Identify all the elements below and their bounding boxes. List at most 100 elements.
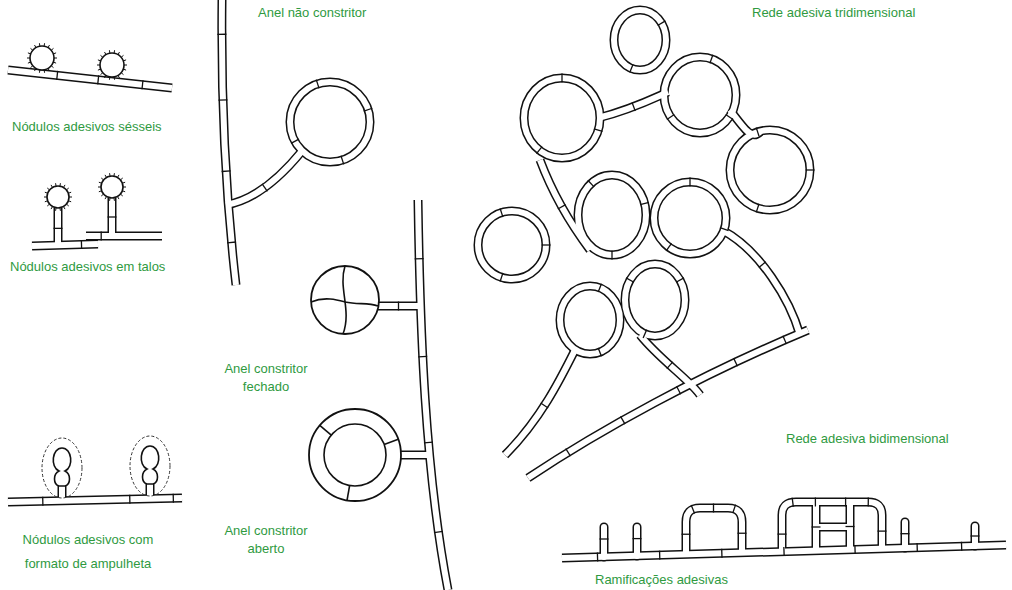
septum <box>97 75 99 84</box>
septum <box>630 64 633 72</box>
septum <box>854 545 856 554</box>
septum <box>846 526 855 527</box>
ring-inner-wall <box>324 424 386 486</box>
hypha-wall <box>633 527 642 556</box>
hypha-wall-layer <box>8 0 1006 590</box>
septum <box>632 103 635 111</box>
hypha-lumen <box>222 0 236 285</box>
hypha-lumen <box>664 57 736 133</box>
septum <box>173 494 175 503</box>
closed-constricting-ring <box>311 266 379 334</box>
septum <box>418 356 427 358</box>
structure-label: Anel constritor aberto <box>218 522 314 558</box>
septum <box>901 533 910 534</box>
septum <box>721 549 723 558</box>
septum <box>658 21 666 26</box>
septum <box>598 284 601 292</box>
hypha-wall <box>376 302 421 311</box>
septum <box>756 128 759 137</box>
hypha-wall <box>290 82 370 162</box>
septum <box>667 114 674 119</box>
hourglass-knob <box>53 448 70 486</box>
septum <box>971 535 980 536</box>
structure-label: Nódulos adesivos sésseis <box>12 118 162 136</box>
adhesive-knob <box>27 43 57 73</box>
hypha-lumen <box>540 160 590 250</box>
hypha-wall <box>846 502 855 551</box>
septum <box>868 498 869 507</box>
septum <box>598 348 601 356</box>
hypha-wall <box>226 151 302 205</box>
septa-layer <box>43 21 980 562</box>
hypha-lumen <box>59 486 65 501</box>
septum <box>734 358 738 366</box>
septum <box>542 244 551 245</box>
septum <box>759 262 766 268</box>
hypha-lumen <box>816 524 850 530</box>
septum <box>364 108 373 111</box>
structure-label: Rede adesiva tridimensional <box>752 4 915 22</box>
hypha-wall <box>398 451 428 460</box>
structure-label: Anel não constritor <box>258 4 366 22</box>
hypha-lumen <box>226 151 302 205</box>
hypha-lumen <box>55 208 61 245</box>
ring-septum <box>320 425 331 435</box>
septum <box>500 273 503 282</box>
hypha-lumen <box>782 502 882 553</box>
hypha-lumen <box>505 350 575 455</box>
hypha-lumen <box>601 527 607 557</box>
hypha-lumen <box>560 286 620 354</box>
septum <box>640 202 649 204</box>
septum <box>217 34 226 35</box>
hypha-wall <box>478 211 546 279</box>
septum <box>878 530 887 531</box>
septum <box>726 114 733 119</box>
hypha-lumen <box>524 78 600 158</box>
knob-body <box>101 176 123 198</box>
septum <box>845 498 846 507</box>
septum <box>561 74 562 83</box>
hypha-lumen <box>528 330 808 478</box>
hypha-lumen <box>478 211 546 279</box>
septum <box>710 55 713 63</box>
septum <box>713 504 714 513</box>
hypha-lumen <box>32 244 98 246</box>
hypha-lumen <box>625 264 685 336</box>
hypha-lumen <box>730 110 760 135</box>
septum <box>738 533 747 534</box>
hypha-lumen <box>398 452 428 458</box>
hypha-wall <box>782 502 882 553</box>
septum <box>597 552 599 561</box>
septum <box>558 205 566 209</box>
hypha-lumen <box>598 92 668 118</box>
hypha-lumen <box>290 82 370 162</box>
septum <box>667 362 673 369</box>
septum <box>56 71 58 80</box>
hypha-wall <box>686 508 742 555</box>
hypha-wall <box>901 522 910 548</box>
septum <box>108 216 117 217</box>
adhesive-knob <box>44 183 72 211</box>
hourglass-knobs <box>42 436 170 498</box>
hypha-wall <box>722 230 800 335</box>
septum <box>643 330 647 338</box>
septum <box>129 495 131 504</box>
septum <box>588 180 594 187</box>
septum <box>222 170 231 172</box>
hypha-lumen <box>86 233 162 239</box>
hypha-wall <box>625 264 685 336</box>
septum <box>621 416 625 424</box>
hypha-lumen <box>654 182 726 254</box>
septum <box>961 542 963 551</box>
ring-cells-outline <box>311 266 379 334</box>
hypha-wall <box>600 527 609 557</box>
septum <box>783 336 787 344</box>
hypha-wall <box>654 182 726 254</box>
septum <box>537 147 543 154</box>
septum <box>424 441 433 443</box>
hypha-wall <box>54 208 63 245</box>
septum <box>541 403 549 408</box>
septum <box>812 526 821 527</box>
septum <box>566 449 571 457</box>
